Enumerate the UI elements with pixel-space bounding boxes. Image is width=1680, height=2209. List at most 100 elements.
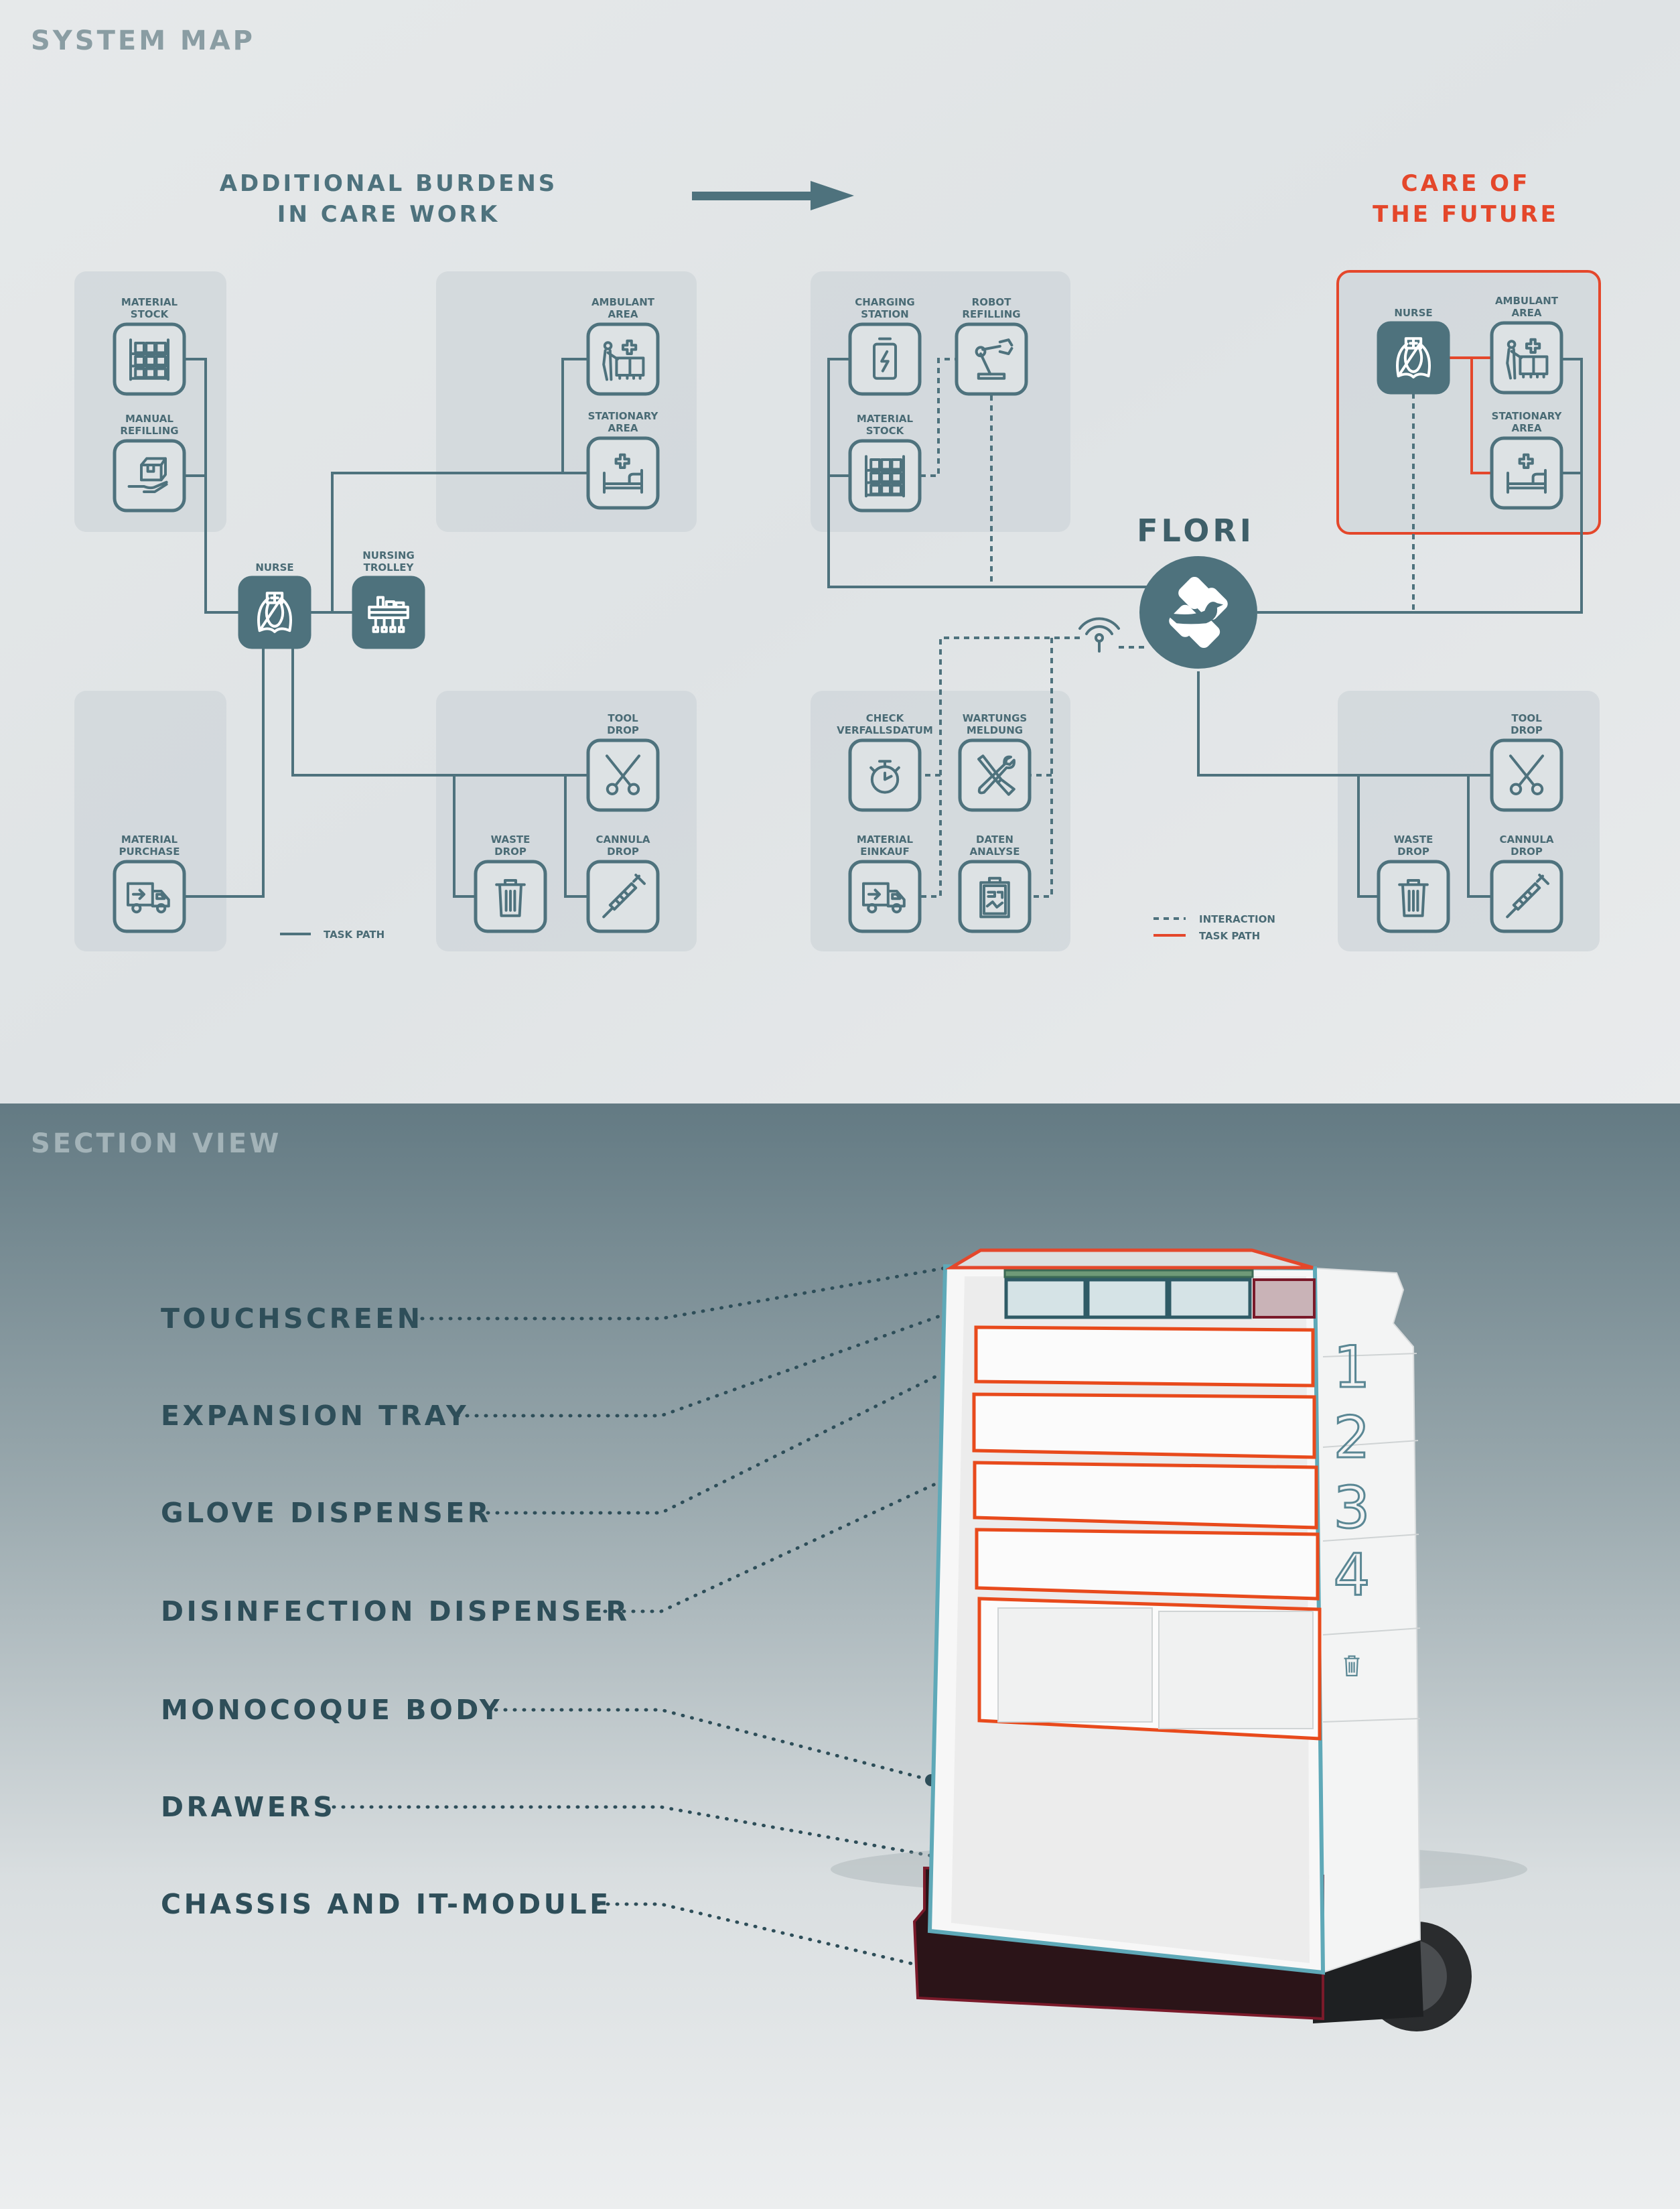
- flori-label: FLORI: [1137, 513, 1255, 549]
- section-view-background: [0, 1103, 1680, 2209]
- leader-line: [494, 1708, 933, 1782]
- part-label-monocoque-body: MONOCOQUE BODY: [161, 1694, 937, 1786]
- legend-task-path-label: TASK PATH: [324, 929, 384, 941]
- left-task-paths: [184, 358, 587, 935]
- node-label: STOCK: [131, 308, 169, 320]
- node-box: [1490, 436, 1563, 510]
- node-label: CHECK: [866, 712, 905, 724]
- left-heading-line-1: ADDITIONAL BURDENS: [220, 170, 558, 197]
- node-label: STATIONARY: [588, 410, 659, 422]
- leader-line: [456, 1282, 1030, 1418]
- legend-interaction-label: INTERACTION: [1199, 913, 1275, 925]
- node-label: MELDUNG: [967, 724, 1023, 736]
- node-label: NURSE: [1394, 307, 1432, 319]
- node-label: ANALYSE: [970, 846, 1020, 858]
- node-box: [1490, 860, 1563, 933]
- node-r-nurse[interactable]: NURSE: [1377, 307, 1450, 395]
- node-label: DROP: [1511, 724, 1543, 736]
- part-name: MONOCOQUE BODY: [161, 1694, 502, 1726]
- wifi-icon: [1078, 617, 1120, 653]
- node-label: MATERIAL: [121, 296, 178, 308]
- node-label: TOOL: [1511, 712, 1542, 724]
- node-label: MATERIAL: [857, 833, 914, 846]
- node-label: AREA: [608, 308, 638, 320]
- node-box: [238, 576, 311, 649]
- node-label: CHARGING: [855, 296, 914, 308]
- right-heading-line-2: THE FUTURE: [1373, 201, 1559, 228]
- arrow-right-icon: [692, 181, 854, 210]
- node-box: [848, 439, 922, 513]
- drawer-number: 3: [1334, 1475, 1371, 1542]
- node-label: CANNULA: [1499, 833, 1553, 846]
- node-label: PURCHASE: [119, 846, 180, 858]
- node-box: [113, 439, 186, 513]
- node-box: [1377, 321, 1450, 395]
- legend-task-path-label-right: TASK PATH: [1199, 930, 1260, 942]
- panel-stock: [74, 271, 226, 532]
- right-paths: [827, 356, 1583, 937]
- node-box: [848, 860, 922, 933]
- node-label: REFILLING: [962, 308, 1020, 320]
- node-label: DROP: [1397, 846, 1429, 858]
- node-label: DATEN: [976, 833, 1013, 846]
- node-label: NURSE: [255, 561, 293, 574]
- flori-robot-node[interactable]: [1139, 556, 1257, 669]
- node-label: TROLLEY: [364, 561, 415, 574]
- node-label: MANUAL: [125, 413, 173, 425]
- part-name: DISINFECTION DISPENSER: [161, 1595, 630, 1627]
- node-label: ROBOT: [972, 296, 1011, 308]
- touchscreen: [944, 1248, 1314, 1270]
- node-label: VERFALLSDATUM: [837, 724, 933, 736]
- node-label: AMBULANT: [1495, 295, 1559, 307]
- drawer-number: 4: [1334, 1542, 1371, 1609]
- part-label-touchscreen: TOUCHSCREEN: [161, 1251, 1013, 1335]
- system-map-title: SYSTEM MAP: [31, 25, 255, 56]
- drawer-number: 2: [1334, 1404, 1371, 1471]
- node-box: [586, 436, 660, 510]
- expansion-tray: [1003, 1269, 1254, 1278]
- part-name: GLOVE DISPENSER: [161, 1497, 492, 1529]
- node-label: WASTE: [1394, 833, 1433, 846]
- node-label: CANNULA: [596, 833, 650, 846]
- node-l-nurse[interactable]: NURSE: [238, 561, 311, 649]
- node-label: MATERIAL: [857, 413, 914, 425]
- part-label-glove-dispenser: GLOVE DISPENSER: [161, 1314, 1056, 1529]
- trash-icon: [1398, 879, 1429, 917]
- right-heading-line-1: CARE OF: [1401, 170, 1531, 197]
- node-box: [113, 860, 186, 933]
- node-label: AMBULANT: [591, 296, 655, 308]
- panel-purchase: [74, 691, 226, 951]
- node-label: STATIONARY: [1492, 410, 1563, 422]
- part-name: DRAWERS: [161, 1791, 336, 1823]
- drawer-number: 1: [1334, 1334, 1371, 1401]
- part-name: TOUCHSCREEN: [161, 1302, 423, 1335]
- future-care-highlight: [1336, 270, 1601, 535]
- part-label-disinfection-dispenser: DISINFECTION DISPENSER: [161, 1317, 1289, 1627]
- node-box: [955, 322, 1028, 396]
